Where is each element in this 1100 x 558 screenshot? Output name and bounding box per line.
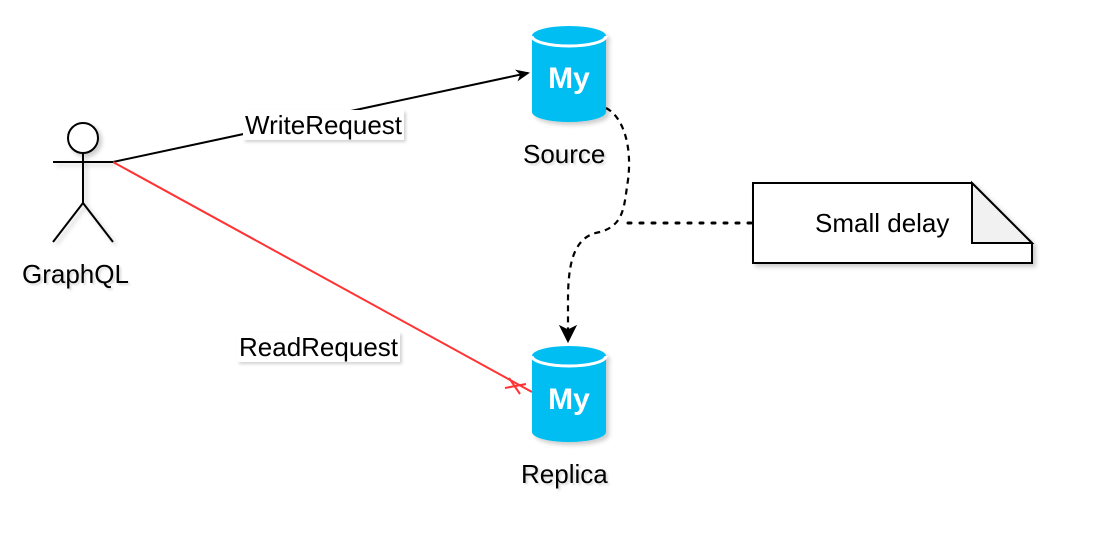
- write-request-label: WriteRequest: [243, 110, 405, 140]
- source-mysql-icon[interactable]: My: [530, 26, 608, 122]
- read-request-edge[interactable]: [112, 161, 533, 395]
- source-label: Source: [523, 139, 606, 169]
- actor-label: GraphQL: [22, 259, 129, 289]
- note-fold: [971, 180, 1035, 244]
- edge-end-marker: [504, 383, 527, 389]
- replica-label: Replica: [521, 459, 608, 489]
- note-shape[interactable]: [752, 180, 1035, 264]
- note-text: Small delay: [815, 208, 950, 238]
- graphql-actor-icon[interactable]: [52, 122, 114, 243]
- source-logo-text: My: [548, 62, 590, 95]
- replica-logo-text: My: [548, 383, 590, 416]
- read-request-label: ReadRequest: [237, 332, 400, 362]
- replica-mysql-icon[interactable]: My: [530, 346, 608, 442]
- replication-edge[interactable]: [558, 107, 631, 344]
